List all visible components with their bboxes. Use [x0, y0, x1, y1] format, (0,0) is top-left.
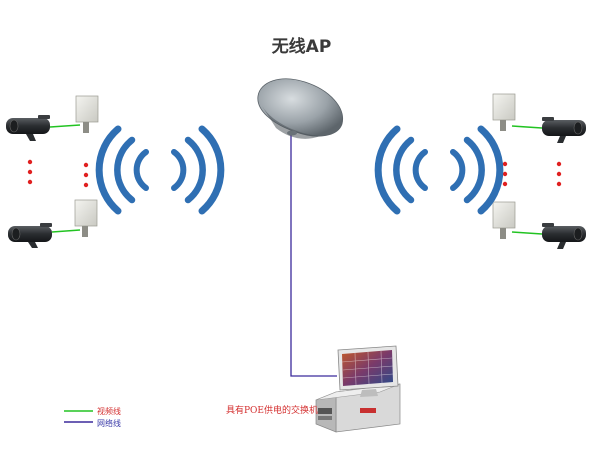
wireless-ap-icon [257, 78, 344, 139]
left-camera-bottom [8, 199, 98, 248]
left-camera-top [6, 95, 99, 141]
computer-workstation-icon [315, 345, 401, 433]
network-line-ap-to-switch [290, 133, 337, 377]
camera-icon [8, 223, 52, 248]
camera-icon [6, 115, 50, 141]
video-line [49, 124, 81, 128]
wifi-signal-icon-left [95, 125, 225, 215]
antenna-panel-icon [74, 199, 98, 237]
switch-label: 具有POE供电的交换机 [226, 406, 319, 416]
antenna-panel-icon [75, 95, 99, 133]
antenna-panel-icon [492, 201, 516, 239]
legend-network-label: 网络线 [97, 419, 121, 428]
video-line [51, 229, 81, 233]
left-ellipsis-dots [27, 159, 89, 188]
right-camera-bottom [492, 201, 586, 249]
wifi-signal-icon-right [374, 125, 504, 215]
antenna-panel-icon [492, 93, 516, 131]
camera-icon [542, 223, 586, 249]
video-line [511, 231, 543, 235]
right-ellipsis-dots [502, 161, 562, 187]
legend-video-label: 视频线 [97, 407, 121, 416]
video-line [511, 125, 543, 129]
camera-icon [542, 117, 586, 143]
right-camera-top [492, 93, 586, 143]
ap-title: 无线AP [271, 37, 332, 57]
